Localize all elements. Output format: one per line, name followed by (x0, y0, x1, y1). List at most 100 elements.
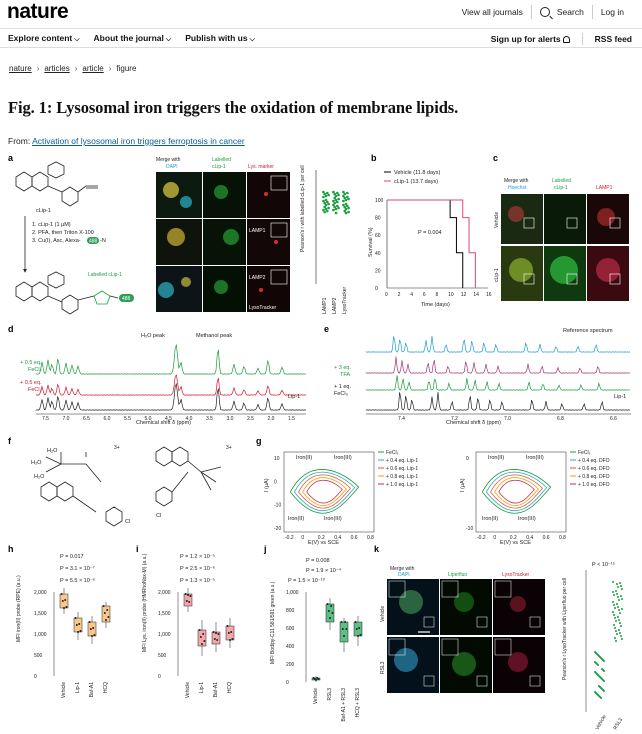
divider (581, 33, 583, 45)
h-ytick: 2,000 (34, 590, 47, 596)
k-dot-vehicle (603, 670, 605, 672)
h-ylabel: MFI iron(II) probe (RPE) (a.u.) (16, 575, 22, 642)
k-liperfluo: Liperfluo (448, 572, 467, 578)
h-dot (75, 624, 78, 626)
k-dot-rsl3 (613, 624, 615, 626)
a-step3-end: -N (100, 238, 106, 244)
g-left-ytick: -20 (274, 526, 281, 532)
dot (324, 207, 328, 211)
g-left-legend-item: + 1.0 eq. Lip-1 (386, 482, 418, 488)
j-dot (357, 635, 359, 637)
d-xtick: 2.0 (268, 416, 275, 422)
j-pval-2: P = 1.9 × 10⁻⁴ (306, 567, 342, 574)
e-tfa-label2: TFA (340, 372, 350, 378)
d-trace2-label2: FeCl₃ (28, 387, 42, 393)
g-left-ytick: 10 (274, 456, 280, 462)
f-h2o-2: H₂O (31, 460, 42, 466)
i-dot (184, 593, 187, 595)
figure-image: a cLip-1 1. cLip-1 (1 µM) 2. PFA, then T… (6, 152, 636, 732)
dot (344, 198, 348, 202)
k-dot-rsl3 (615, 620, 617, 622)
d-xtick: 4.5 (165, 416, 172, 422)
nature-logo[interactable]: nature (7, 0, 69, 23)
d-xtick: 6.5 (83, 416, 90, 422)
b-xtick: 10 (448, 292, 454, 298)
dot (322, 199, 325, 203)
alerts-link[interactable]: Sign up for alerts (491, 34, 570, 44)
dot (322, 208, 325, 212)
divider (591, 5, 593, 19)
h-dot (74, 617, 77, 619)
k-dot-rsl3 (619, 612, 621, 614)
k-image-grid (387, 579, 545, 693)
j-dot (331, 612, 334, 614)
chevron-down-icon: ⌵ (74, 36, 80, 43)
e-trace-tfa (365, 375, 631, 391)
j-box (353, 621, 363, 637)
e-nmr-spectra (365, 336, 631, 415)
breadcrumb-articles[interactable]: articles (44, 64, 70, 73)
g-legends: FeCl₃+ 0.4 eq. Lip-1+ 0.6 eq. Lip-1+ 0.8… (378, 450, 610, 488)
j-dot (355, 628, 358, 630)
i-xtick: Baf-A1 (213, 682, 219, 698)
i-box (225, 625, 235, 641)
c-labelled: Labelled (552, 178, 571, 184)
g-right-iron-top-r: Iron(III) (526, 455, 544, 461)
j-box (325, 603, 335, 623)
g-left-legend-item: + 0.4 eq. Lip-1 (386, 458, 418, 464)
j-xtick: HCQ + RSL3 (355, 688, 361, 718)
breadcrumb-nature[interactable]: nature (9, 64, 32, 73)
d-methanol-peak: Methanol peak (196, 333, 232, 339)
k-row-rsl3: RSL3 (380, 661, 386, 674)
publish-menu[interactable]: Publish with us⌵ (185, 33, 255, 44)
dot (344, 211, 348, 215)
rss-feed-link[interactable]: RSS feed (594, 34, 632, 44)
g-left-iron-bot-l: Iron(II) (288, 516, 304, 522)
dot (333, 196, 337, 200)
explore-content-menu[interactable]: Explore content⌵ (8, 33, 80, 44)
about-journal-menu[interactable]: About the journal⌵ (94, 33, 172, 44)
k-dot-rsl3 (612, 611, 614, 613)
dot (333, 192, 337, 196)
login-link[interactable]: Log in (600, 7, 624, 17)
a-labelled-col: Labelled (212, 157, 231, 163)
panel-label-i: i (136, 544, 139, 554)
b-xlabel: Time (days) (421, 302, 450, 308)
f-cl-right: Cl (156, 513, 161, 519)
dot (342, 190, 345, 194)
g-left-legend-item: + 0.8 eq. Lip-1 (386, 474, 418, 480)
from-prefix: From: (8, 136, 33, 146)
h-dot (64, 599, 67, 601)
g-left-iron-bot-r: Iron(III) (324, 516, 342, 522)
dot (327, 206, 330, 210)
breadcrumb-article[interactable]: article (82, 64, 104, 73)
j-dot (327, 610, 330, 612)
a-dapi-label: DAPI (166, 164, 178, 170)
i-dot (212, 631, 215, 633)
i-dot (202, 633, 205, 635)
a-step3: 3. Cu(I), Asc, Alexa- (32, 238, 81, 244)
k-dot-rsl3 (616, 593, 618, 595)
from-line: From: Activation of lysosomal iron trigg… (8, 136, 245, 146)
b-xtick: 0 (385, 292, 388, 298)
dot (343, 196, 347, 200)
j-xtick: Vehicle (313, 688, 319, 704)
i-xtick: Vehicle (185, 682, 191, 698)
source-article-link[interactable]: Activation of lysosomal iron triggers fe… (32, 136, 245, 146)
main-nav: Explore content⌵ About the journal⌵ Publ… (0, 28, 642, 48)
search-icon (539, 7, 550, 17)
c-labelled2: cLip-1 (554, 185, 568, 191)
search-button[interactable]: Search (532, 7, 592, 17)
a-tag-text: 488 (89, 239, 98, 245)
a-lys-label: Lys. marker (248, 164, 274, 170)
j-dot (359, 634, 362, 636)
view-all-journals-link[interactable]: View all journals (461, 7, 523, 17)
g-right-xlabel: E(V) vs SCE (500, 540, 531, 546)
c-merge: Merge with (504, 178, 529, 184)
dot (334, 211, 338, 215)
e-reference-label: Reference spectrum (563, 328, 613, 334)
d-trace1-label: + 0.5 eq. (20, 360, 42, 366)
c-lamp1: LAMP1 (596, 185, 613, 191)
